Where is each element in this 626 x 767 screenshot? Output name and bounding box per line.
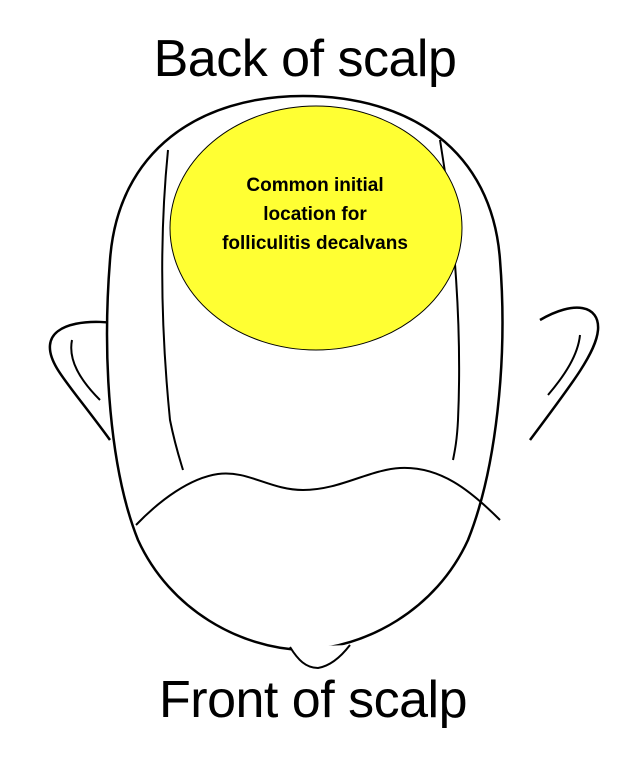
left-ear-inner: [70, 339, 101, 401]
highlight-label: Common initial location for folliculitis…: [200, 171, 430, 258]
right-ear-inner: [547, 334, 581, 396]
frontal-hairline: [135, 466, 501, 526]
nose-tip: [289, 644, 351, 670]
front-of-scalp-label: Front of scalp: [158, 671, 468, 729]
highlight-line-3: folliculitis decalvans: [222, 233, 408, 254]
highlight-line-1: Common initial: [246, 175, 384, 196]
left-hair-line: [161, 149, 184, 471]
highlight-circle: [169, 105, 463, 351]
back-of-scalp-label: Back of scalp: [153, 30, 457, 88]
highlight-line-2: location for: [263, 204, 367, 225]
